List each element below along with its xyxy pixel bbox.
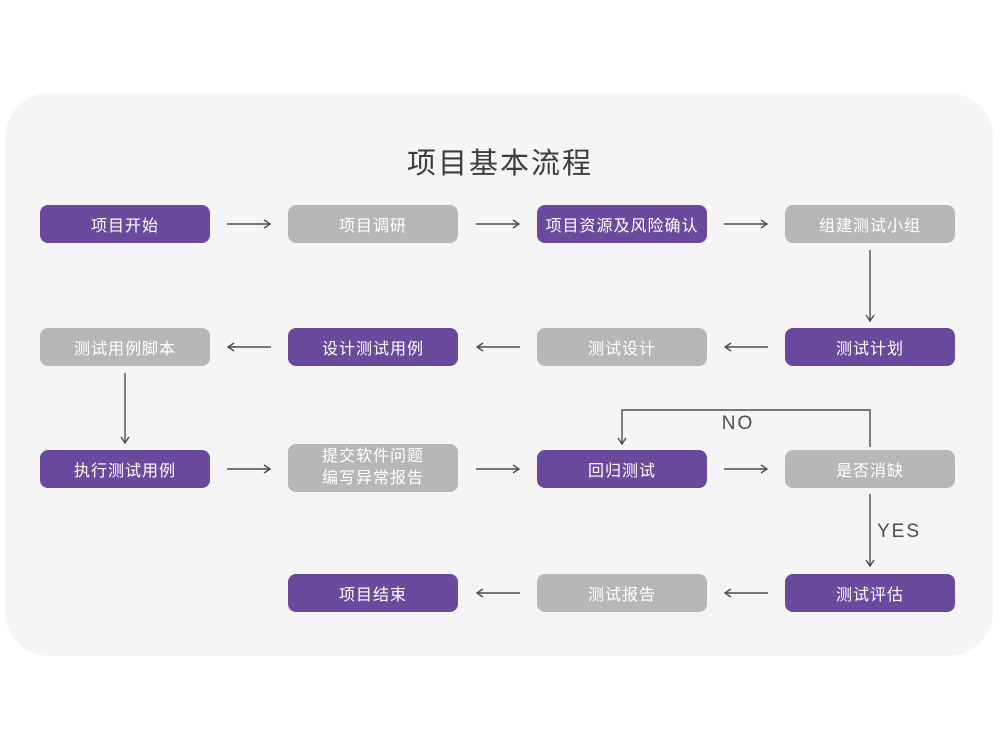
branch-label-yes: YES bbox=[877, 521, 922, 542]
branch-label-no: NO bbox=[721, 413, 755, 434]
node-project-research: 项目调研 bbox=[288, 205, 458, 243]
node-test-design: 测试设计 bbox=[537, 328, 707, 366]
flowchart-panel bbox=[5, 93, 993, 656]
node-defect-cleared: 是否消缺 bbox=[785, 450, 955, 488]
node-test-plan: 测试计划 bbox=[785, 328, 955, 366]
diagram-title: 项目基本流程 bbox=[406, 148, 593, 180]
node-project-end: 项目结束 bbox=[288, 574, 458, 612]
node-design-case: 设计测试用例 bbox=[288, 328, 458, 366]
node-test-evaluate: 测试评估 bbox=[785, 574, 955, 612]
node-test-report: 测试报告 bbox=[537, 574, 707, 612]
node-submit-issue: 提交软件问题 编写异常报告 bbox=[288, 444, 458, 492]
node-regression-test: 回归测试 bbox=[537, 450, 707, 488]
node-project-start: 项目开始 bbox=[40, 205, 210, 243]
node-run-case: 执行测试用例 bbox=[40, 450, 210, 488]
node-submit-issue-line1: 提交软件问题 bbox=[321, 448, 424, 465]
node-case-script: 测试用例脚本 bbox=[40, 328, 210, 366]
node-submit-issue-line2: 编写异常报告 bbox=[321, 470, 424, 487]
node-resource-risk: 项目资源及风险确认 bbox=[537, 205, 707, 243]
node-build-test-team: 组建测试小组 bbox=[785, 205, 955, 243]
